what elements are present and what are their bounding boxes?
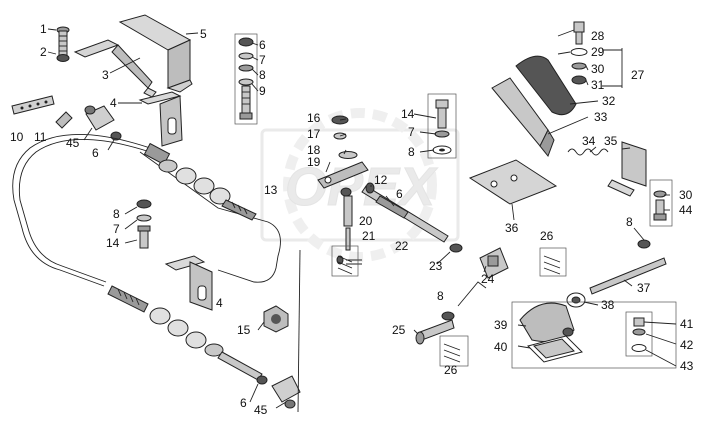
callout-39: 39 bbox=[494, 318, 508, 332]
callout-11: 11 bbox=[34, 130, 47, 144]
callout-22: 22 bbox=[395, 239, 409, 253]
callout-7: 7 bbox=[259, 53, 266, 67]
callout-41: 41 bbox=[680, 317, 694, 331]
callout-35: 35 bbox=[604, 134, 618, 148]
callout-6: 6 bbox=[259, 38, 266, 52]
callout-8: 8 bbox=[113, 207, 120, 221]
callout-30: 30 bbox=[679, 188, 693, 202]
center-lever-assembly bbox=[317, 93, 509, 279]
callout-labels: 1 2 3 5 4 6 7 8 9 10 11 45 6 8 7 14 13 4… bbox=[10, 22, 694, 417]
callout-26: 26 bbox=[444, 363, 458, 377]
callout-14: 14 bbox=[106, 236, 120, 250]
callout-6: 6 bbox=[396, 187, 403, 201]
callout-44: 44 bbox=[679, 203, 693, 217]
callout-34: 34 bbox=[582, 134, 596, 148]
callout-32: 32 bbox=[602, 94, 616, 108]
callout-1: 1 bbox=[40, 22, 47, 36]
callout-4: 4 bbox=[110, 96, 117, 110]
callout-40: 40 bbox=[494, 340, 508, 354]
pedal-assembly bbox=[468, 21, 677, 369]
callout-26: 26 bbox=[540, 229, 554, 243]
callout-12: 12 bbox=[374, 173, 388, 187]
callout-14: 14 bbox=[401, 107, 415, 121]
callout-38: 38 bbox=[601, 298, 615, 312]
callout-6: 6 bbox=[240, 396, 247, 410]
callout-3: 3 bbox=[102, 68, 109, 82]
callout-8: 8 bbox=[626, 215, 633, 229]
callout-45: 45 bbox=[66, 136, 80, 150]
callout-42: 42 bbox=[680, 338, 694, 352]
leader-lines bbox=[47, 28, 677, 413]
callout-6: 6 bbox=[92, 146, 99, 160]
callout-25: 25 bbox=[392, 323, 406, 337]
callout-8: 8 bbox=[259, 68, 266, 82]
callout-43: 43 bbox=[680, 359, 694, 373]
callout-7: 7 bbox=[408, 125, 415, 139]
callout-27: 27 bbox=[631, 68, 645, 82]
callout-9: 9 bbox=[259, 84, 266, 98]
callout-20: 20 bbox=[359, 214, 373, 228]
callout-10: 10 bbox=[10, 130, 24, 144]
callout-2: 2 bbox=[40, 45, 47, 59]
callout-24: 24 bbox=[481, 272, 495, 286]
callout-29: 29 bbox=[591, 45, 605, 59]
callout-18: 18 bbox=[307, 143, 321, 157]
callout-19: 19 bbox=[307, 155, 321, 169]
callout-4: 4 bbox=[216, 296, 223, 310]
callout-16: 16 bbox=[307, 111, 321, 125]
callout-31: 31 bbox=[591, 78, 605, 92]
callout-23: 23 bbox=[429, 259, 443, 273]
upper-left-hardware bbox=[11, 14, 258, 147]
callout-36: 36 bbox=[505, 221, 519, 235]
callout-33: 33 bbox=[594, 110, 608, 124]
callout-21: 21 bbox=[362, 229, 376, 243]
callout-8: 8 bbox=[408, 145, 415, 159]
callout-8: 8 bbox=[437, 289, 444, 303]
callout-17: 17 bbox=[307, 127, 321, 141]
callout-13: 13 bbox=[264, 183, 278, 197]
lower-center-hardware bbox=[415, 281, 487, 367]
callout-30: 30 bbox=[591, 62, 605, 76]
callout-37: 37 bbox=[637, 281, 651, 295]
watermark-logo: OPEX bbox=[260, 108, 460, 262]
callout-45: 45 bbox=[254, 403, 268, 417]
callout-7: 7 bbox=[113, 222, 120, 236]
cable-assembly bbox=[12, 134, 301, 409]
callout-5: 5 bbox=[200, 27, 207, 41]
callout-28: 28 bbox=[591, 29, 605, 43]
callout-15: 15 bbox=[237, 323, 251, 337]
